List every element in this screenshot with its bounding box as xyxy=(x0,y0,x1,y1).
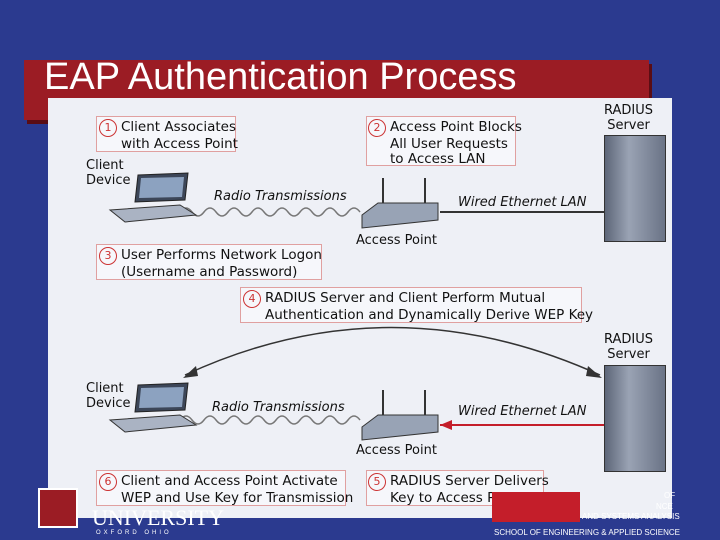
radio-wave-top xyxy=(179,207,361,217)
mutual-auth-arc xyxy=(184,326,601,376)
step-box-2 xyxy=(366,116,516,166)
laptop-top-icon xyxy=(108,172,198,223)
dept-line-1: OF xyxy=(664,491,676,500)
radio-transmissions-label-top: Radio Transmissions xyxy=(214,189,347,204)
access-point-top-icon xyxy=(361,178,439,229)
slide-title: EAP Authentication Process xyxy=(44,56,517,98)
arc-arrow-right xyxy=(586,366,602,378)
step-number: 1 xyxy=(99,119,117,137)
access-point-bottom-icon xyxy=(361,390,439,441)
step-number: 3 xyxy=(99,247,117,265)
wired-lan-label-top: Wired Ethernet LAN xyxy=(458,195,587,210)
step-number: 4 xyxy=(243,290,261,308)
step-box-4 xyxy=(240,287,582,323)
access-point-label-top: Access Point xyxy=(356,233,437,248)
dept-line-2: NCE xyxy=(656,502,673,511)
radius-server-bottom-icon xyxy=(604,365,666,472)
step-box-6 xyxy=(96,470,346,506)
university-name: UNIVERSITY xyxy=(92,505,224,530)
step-number: 2 xyxy=(368,119,386,137)
step-number: 5 xyxy=(368,473,386,491)
arrow-head-left xyxy=(440,420,452,430)
university-logo xyxy=(38,488,78,528)
step-box-1 xyxy=(96,116,236,152)
radius-server-top-icon xyxy=(604,135,666,242)
access-point-label-bottom: Access Point xyxy=(356,443,437,458)
school-name: SCHOOL OF ENGINEERING & APPLIED SCIENCE xyxy=(494,528,680,537)
school-logo xyxy=(492,492,580,522)
radio-transmissions-label-bottom: Radio Transmissions xyxy=(212,400,345,415)
university-city: OXFORD OHIO xyxy=(96,530,172,536)
dept-line-3: AND SYSTEMS ANALYSIS xyxy=(582,512,680,521)
radio-wave-bottom xyxy=(179,415,361,425)
step-number: 6 xyxy=(99,473,117,491)
step-box-3 xyxy=(96,244,322,280)
wired-lan-label-bottom: Wired Ethernet LAN xyxy=(458,404,587,419)
laptop-bottom-icon xyxy=(108,382,198,433)
arc-arrow-left xyxy=(183,366,198,378)
